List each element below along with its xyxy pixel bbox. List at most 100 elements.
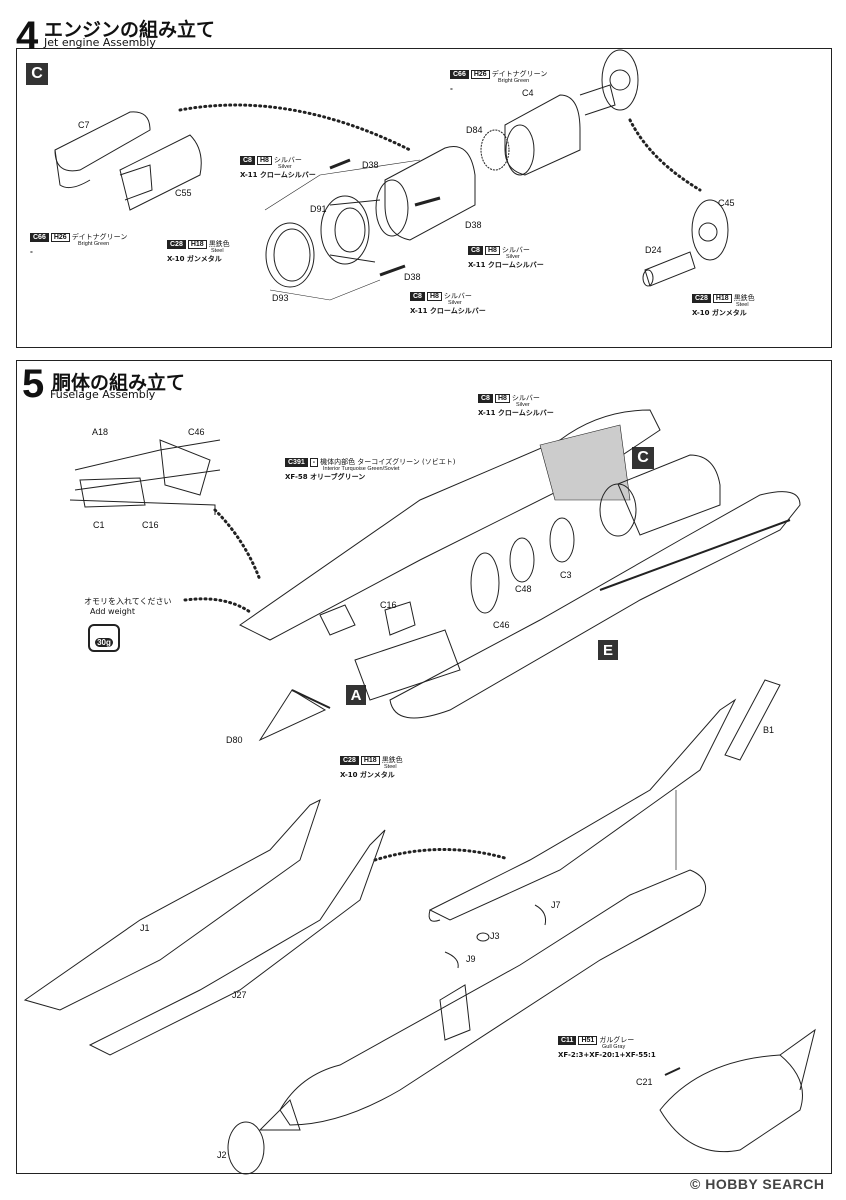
- part-c1: C1: [93, 520, 105, 530]
- paint-code-alt: H18: [712, 294, 732, 303]
- weight-note-jp: オモリを入れてください: [84, 597, 172, 606]
- step5-sub-c: C: [632, 447, 654, 469]
- paint-code-alt: H8: [484, 246, 500, 255]
- paint-code: C28: [340, 756, 359, 765]
- paint-code: C8: [468, 246, 483, 255]
- part-j2: J2: [217, 1150, 227, 1160]
- part-c48: C48: [515, 584, 532, 594]
- part-d38-mid: D38: [465, 220, 482, 230]
- paint-name-jp: シルバー: [511, 394, 540, 402]
- paint-steel-left: C28 H18 黒鉄色 Steel X-10 ガンメタル: [167, 240, 230, 263]
- paint-name-jp: 黒鉄色: [208, 240, 230, 248]
- paint-code-alt: H18: [360, 756, 380, 765]
- step5-sub-a: A: [346, 685, 366, 705]
- step4-sub-label: C: [26, 63, 48, 85]
- paint-name-jp: シルバー: [443, 292, 472, 300]
- paint-code: C66: [450, 70, 469, 79]
- paint-interior: C391 - 機体内部色 ターコイズグリーン (ソビエト) Interior T…: [285, 458, 455, 481]
- paint-code-alt: H18: [187, 240, 207, 249]
- paint-code: C11: [558, 1036, 577, 1045]
- paint-tamiya: X-10 ガンメタル: [692, 308, 747, 317]
- paint-code: C28: [692, 294, 711, 303]
- paint-name-jp: デイトナグリーン: [71, 233, 128, 241]
- paint-code: C8: [240, 156, 255, 165]
- step4-title-en: Jet engine Assembly: [44, 36, 156, 49]
- part-d84: D84: [466, 125, 483, 135]
- paint-steel-right: C28 H18 黒鉄色 Steel X-10 ガンメタル: [692, 294, 755, 317]
- paint-name-en: Bright Green: [78, 241, 110, 247]
- paint-code: C66: [30, 233, 49, 242]
- paint-name-en: Interior Turquoise Green/Soviet: [323, 466, 400, 472]
- part-j7: J7: [551, 900, 561, 910]
- paint-tamiya: X-10 ガンメタル: [167, 254, 222, 263]
- part-c46-top: C46: [188, 427, 205, 437]
- part-d93: D93: [272, 293, 289, 303]
- paint-code-alt: H8: [494, 394, 510, 403]
- paint-code: C28: [167, 240, 186, 249]
- paint-name-en: Silver: [278, 164, 292, 170]
- paint-silver-bottom: C8 H8 シルバー Silver X-11 クロームシルバー: [410, 292, 486, 315]
- paint-name-en: Steel: [211, 248, 224, 254]
- paint-tamiya: XF-58 オリーブグリーン: [285, 472, 366, 481]
- weight-value: 30g: [95, 638, 113, 647]
- paint-code-alt: -: [309, 458, 319, 467]
- part-c55: C55: [175, 188, 192, 198]
- part-c3: C3: [560, 570, 572, 580]
- part-c4: C4: [522, 88, 534, 98]
- part-d80: D80: [226, 735, 243, 745]
- paint-name-jp: ガルグレー: [599, 1036, 635, 1044]
- paint-code-alt: H26: [470, 70, 490, 79]
- part-c46: C46: [493, 620, 510, 630]
- part-c45: C45: [718, 198, 735, 208]
- paint-tamiya: X-11 クロームシルバー: [410, 306, 486, 315]
- paint-code-alt: H26: [50, 233, 70, 242]
- paint-name-jp: 黒鉄色: [381, 756, 403, 764]
- paint-code-alt: H51: [578, 1036, 598, 1045]
- part-c7: C7: [78, 120, 90, 130]
- paint-name-jp: 機体内部色 ターコイズグリーン (ソビエト): [320, 458, 456, 466]
- paint-green-left: C66 H26 デイトナグリーン Bright Green -: [30, 233, 127, 256]
- step5-number: 5: [22, 362, 45, 406]
- paint-name-en: Steel: [736, 302, 749, 308]
- paint-tamiya: X-11 クロームシルバー: [240, 170, 316, 179]
- paint-silver-fuselage: C8 H8 シルバー Silver X-11 クロームシルバー: [478, 394, 554, 417]
- paint-extra: -: [450, 84, 453, 93]
- paint-code: C391: [285, 458, 308, 467]
- step5-sub-e: E: [598, 640, 618, 660]
- part-b1: B1: [763, 725, 775, 735]
- part-c21: C21: [636, 1077, 653, 1087]
- paint-name-jp: 黒鉄色: [733, 294, 755, 302]
- paint-name-en: Silver: [506, 254, 520, 260]
- part-j27: J27: [232, 990, 247, 1000]
- paint-extra: -: [30, 247, 33, 256]
- part-j9: J9: [466, 954, 476, 964]
- paint-silver-mid: C8 H8 シルバー Silver X-11 クロームシルバー: [468, 246, 544, 269]
- step5-title-en: Fuselage Assembly: [50, 388, 156, 401]
- paint-tamiya: X-11 クロームシルバー: [478, 408, 554, 417]
- paint-name-en: Silver: [448, 300, 462, 306]
- paint-code: C8: [410, 292, 425, 301]
- weight-note-en: Add weight: [90, 607, 136, 616]
- weight-icon: 30g: [88, 624, 120, 652]
- paint-green-top: C66 H26 デイトナグリーン Bright Green -: [450, 70, 547, 93]
- part-d24: D24: [645, 245, 662, 255]
- part-j3: J3: [490, 931, 500, 941]
- paint-name-en: Gull Gray: [602, 1044, 626, 1050]
- paint-name-jp: シルバー: [501, 246, 530, 254]
- part-d38-top: D38: [362, 160, 379, 170]
- paint-silver-top: C8 H8 シルバー Silver X-11 クロームシルバー: [240, 156, 316, 179]
- part-c16: C16: [380, 600, 397, 610]
- part-d91: D91: [310, 204, 327, 214]
- part-j1: J1: [140, 923, 150, 933]
- part-a18: A18: [92, 427, 109, 437]
- paint-name-jp: デイトナグリーン: [491, 70, 548, 78]
- paint-code-alt: H8: [426, 292, 442, 301]
- paint-name-jp: シルバー: [273, 156, 302, 164]
- paint-name-en: Steel: [384, 764, 397, 770]
- paint-tamiya: X-10 ガンメタル: [340, 770, 395, 779]
- paint-steel-nose: C28 H18 黒鉄色 Steel X-10 ガンメタル: [340, 756, 403, 779]
- step4-number: 4: [16, 14, 39, 58]
- paint-code: C8: [478, 394, 493, 403]
